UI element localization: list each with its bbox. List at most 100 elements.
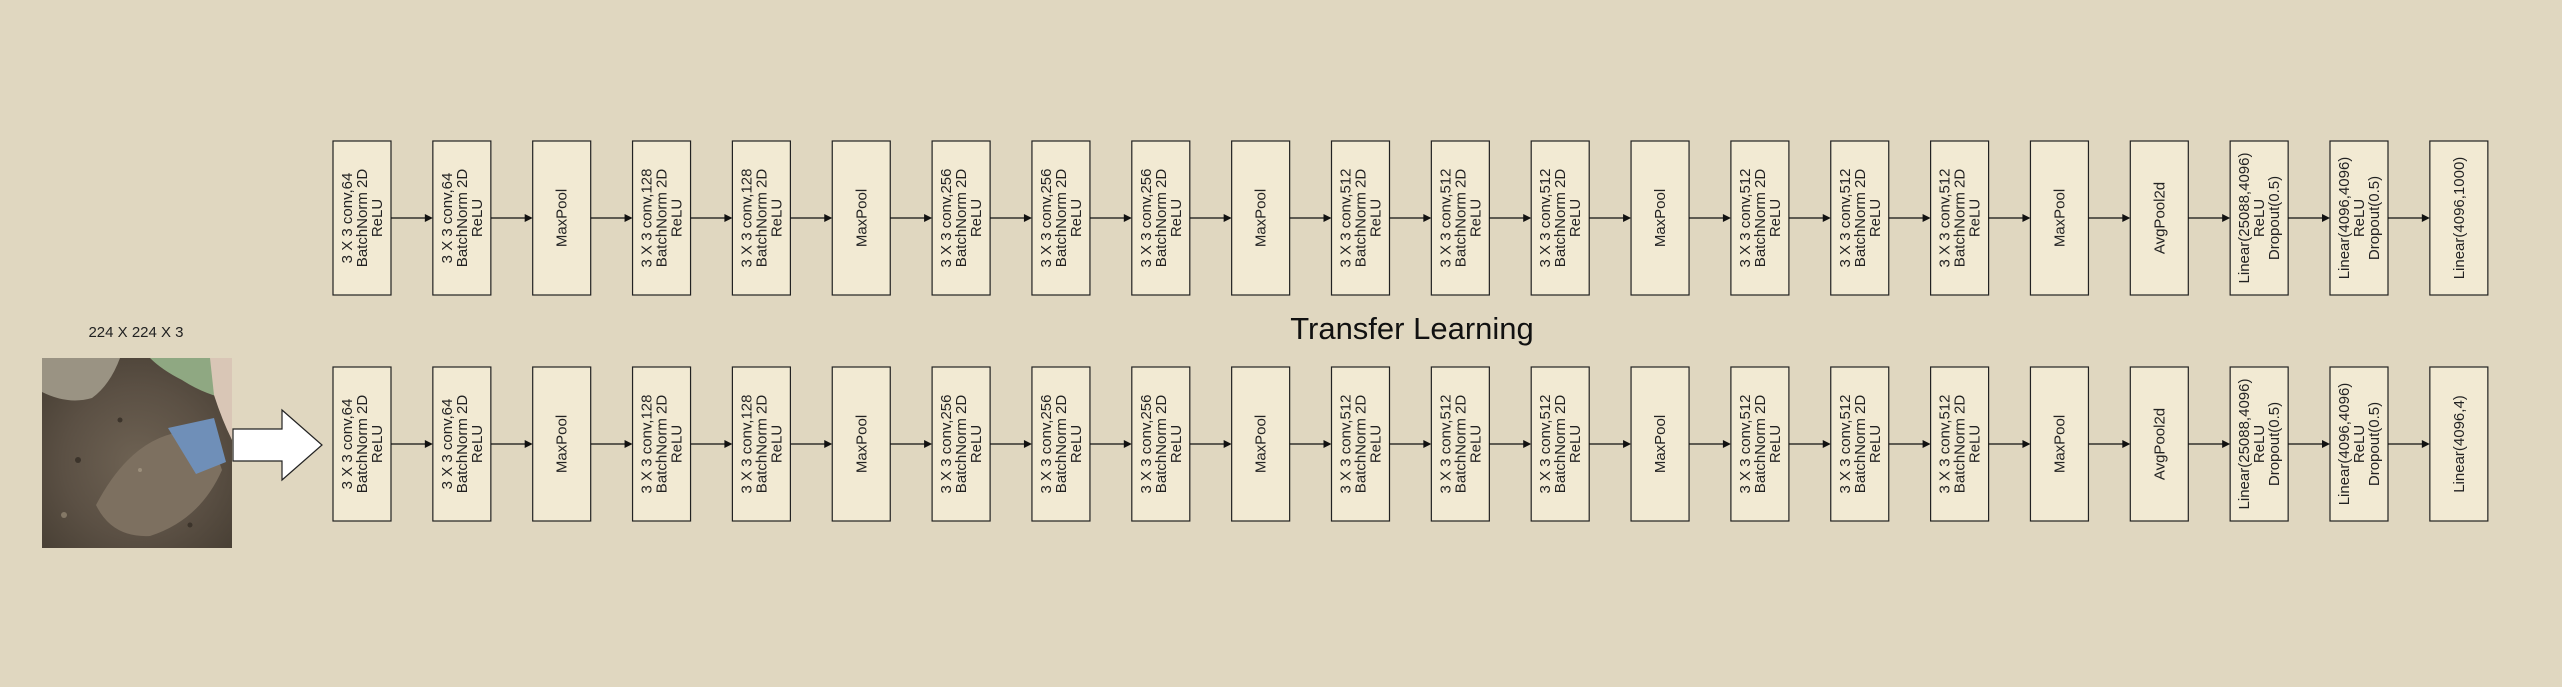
- layer-box: 3 X 3 conv,256BatchNorm 2DReLU: [1031, 140, 1091, 296]
- layer-label-line: ReLU: [669, 425, 686, 463]
- layer-box: Linear(4096,4096)ReLUDropout(0.5): [2329, 366, 2389, 522]
- connector-arrowhead: [2022, 214, 2031, 222]
- connector-arrowhead: [1323, 440, 1332, 448]
- connector-arrowhead: [624, 214, 633, 222]
- layer-label-line: 3 X 3 conv,256: [1138, 169, 1155, 268]
- layer-label-line: 3 X 3 conv,256: [938, 169, 955, 268]
- layer-box: 3 X 3 conv,128BatchNorm 2DReLU: [731, 366, 792, 522]
- layer-label-line: 3 X 3 conv,512: [1537, 395, 1554, 494]
- connector-arrowhead: [1223, 440, 1232, 448]
- layer-box-rect: [2329, 366, 2389, 522]
- layer-box-rect: [2229, 140, 2289, 296]
- layer-label-line: BatchNorm 2D: [654, 395, 671, 494]
- layer-box: 3 X 3 conv,128BatchNorm 2DReLU: [731, 140, 792, 296]
- layer-label-line: 3 X 3 conv,512: [1837, 395, 1854, 494]
- layer-label-line: Linear(4096,1000): [2451, 157, 2468, 280]
- layer-label: 3 X 3 conv,256BatchNorm 2DReLU: [1138, 395, 1185, 494]
- layer-box: 3 X 3 conv,64BatchNorm 2DReLU: [332, 140, 392, 296]
- hand-shape: [210, 358, 232, 440]
- layer-label-line: Linear(4096,4096): [2336, 383, 2353, 506]
- layer-box-rect: [731, 140, 792, 296]
- layer-label: MaxPool: [2051, 415, 2068, 473]
- layer-label-line: ReLU: [2251, 199, 2268, 237]
- layer-label-line: 3 X 3 conv,64: [439, 173, 456, 264]
- layer-label-line: 3 X 3 conv,512: [1338, 169, 1355, 268]
- layer-box-rect: [2429, 140, 2489, 296]
- layer-label-line: ReLU: [1467, 199, 1484, 237]
- layer-box-rect: [532, 140, 592, 296]
- layer-box: 3 X 3 conv,256BatchNorm 2DReLU: [1131, 140, 1191, 296]
- layer-label-line: ReLU: [1567, 199, 1584, 237]
- connector-arrowhead: [924, 214, 933, 222]
- connector-arrowhead: [2322, 440, 2330, 448]
- connector-arrowhead: [1023, 214, 1032, 222]
- layer-label: 3 X 3 conv,512BatchNorm 2DReLU: [1937, 395, 1984, 494]
- layer-box: 3 X 3 conv,512BatchNorm 2DReLU: [1430, 366, 1490, 522]
- layer-box: MaxPool: [532, 140, 592, 296]
- layer-label-line: BatchNorm 2D: [953, 169, 970, 268]
- input-image: [42, 358, 232, 548]
- connector-arrowhead: [424, 440, 433, 448]
- layer-label-line: Linear(25088,4096): [2236, 153, 2253, 284]
- layer-box: AvgPool2d: [2129, 366, 2189, 522]
- layer-box-rect: [1730, 140, 1790, 296]
- layer-box: 3 X 3 conv,512BatchNorm 2DReLU: [1530, 366, 1590, 522]
- layer-label: MaxPool: [1253, 415, 1270, 473]
- layer-box-rect: [2129, 140, 2189, 296]
- layer-box: Linear(4096,4096)ReLUDropout(0.5): [2329, 140, 2389, 296]
- layer-box: MaxPool: [1231, 366, 1291, 522]
- layer-box-rect: [1730, 366, 1790, 522]
- layer-label-line: MaxPool: [853, 189, 870, 247]
- layer-label-line: BatchNorm 2D: [1353, 169, 1370, 268]
- layer-box: MaxPool: [2029, 366, 2090, 522]
- layer-box: MaxPool: [831, 366, 891, 522]
- layer-label-line: 3 X 3 conv,64: [339, 399, 356, 490]
- layer-label: 3 X 3 conv,128BatchNorm 2DReLU: [639, 169, 686, 268]
- connector-arrowhead: [1423, 214, 1432, 222]
- layer-label-line: ReLU: [1368, 199, 1385, 237]
- layer-box: MaxPool: [532, 366, 592, 522]
- layer-label: 3 X 3 conv,128BatchNorm 2DReLU: [639, 395, 686, 494]
- layer-box: 3 X 3 conv,512BatchNorm 2DReLU: [1830, 366, 1890, 522]
- layer-label: MaxPool: [2051, 189, 2068, 247]
- connector-arrowhead: [724, 214, 733, 222]
- layer-box: 3 X 3 conv,512BatchNorm 2DReLU: [1430, 140, 1490, 296]
- layer-label-line: MaxPool: [1652, 189, 1669, 247]
- layer-label-line: BatchNorm 2D: [654, 169, 671, 268]
- layer-label-line: MaxPool: [1253, 189, 1270, 247]
- connector-arrowhead: [1722, 440, 1731, 448]
- layer-label-line: ReLU: [768, 199, 785, 237]
- layer-label: Linear(4096,1000): [2451, 157, 2468, 280]
- layer-label-line: ReLU: [2251, 425, 2268, 463]
- layer-label-line: AvgPool2d: [2151, 182, 2168, 254]
- layer-label-line: ReLU: [968, 425, 985, 463]
- layer-label-line: BatchNorm 2D: [454, 169, 471, 268]
- scoop-handle: [168, 418, 226, 474]
- layer-label: 3 X 3 conv,128BatchNorm 2DReLU: [738, 395, 785, 494]
- layer-label-line: BatchNorm 2D: [1952, 169, 1969, 268]
- layer-box-rect: [931, 140, 991, 296]
- layer-label: MaxPool: [1652, 415, 1669, 473]
- layer-box: 3 X 3 conv,256BatchNorm 2DReLU: [931, 140, 991, 296]
- layer-box-rect: [1630, 366, 1690, 522]
- layer-box-rect: [532, 366, 592, 522]
- layer-label: MaxPool: [554, 415, 571, 473]
- layer-label: Linear(4096,4): [2451, 395, 2468, 493]
- layer-label-line: 3 X 3 conv,512: [1737, 395, 1754, 494]
- layer-label: 3 X 3 conv,512BatchNorm 2DReLU: [1937, 169, 1984, 268]
- layer-label-line: Linear(4096,4096): [2336, 157, 2353, 280]
- layer-label-line: BatchNorm 2D: [1053, 169, 1070, 268]
- layer-label-line: 3 X 3 conv,64: [439, 399, 456, 490]
- layer-label-line: ReLU: [2351, 199, 2368, 237]
- layer-label: 3 X 3 conv,64BatchNorm 2DReLU: [339, 395, 386, 494]
- connector-arrowhead: [624, 440, 633, 448]
- layer-label: 3 X 3 conv,512BatchNorm 2DReLU: [1837, 395, 1884, 494]
- layer-label-line: BatchNorm 2D: [1153, 169, 1170, 268]
- layer-box-rect: [2229, 366, 2289, 522]
- layer-box-rect: [1231, 366, 1291, 522]
- connector-arrowhead: [1123, 440, 1132, 448]
- layer-label-line: Dropout(0.5): [2266, 176, 2283, 260]
- layer-box: 3 X 3 conv,256BatchNorm 2DReLU: [1031, 366, 1091, 522]
